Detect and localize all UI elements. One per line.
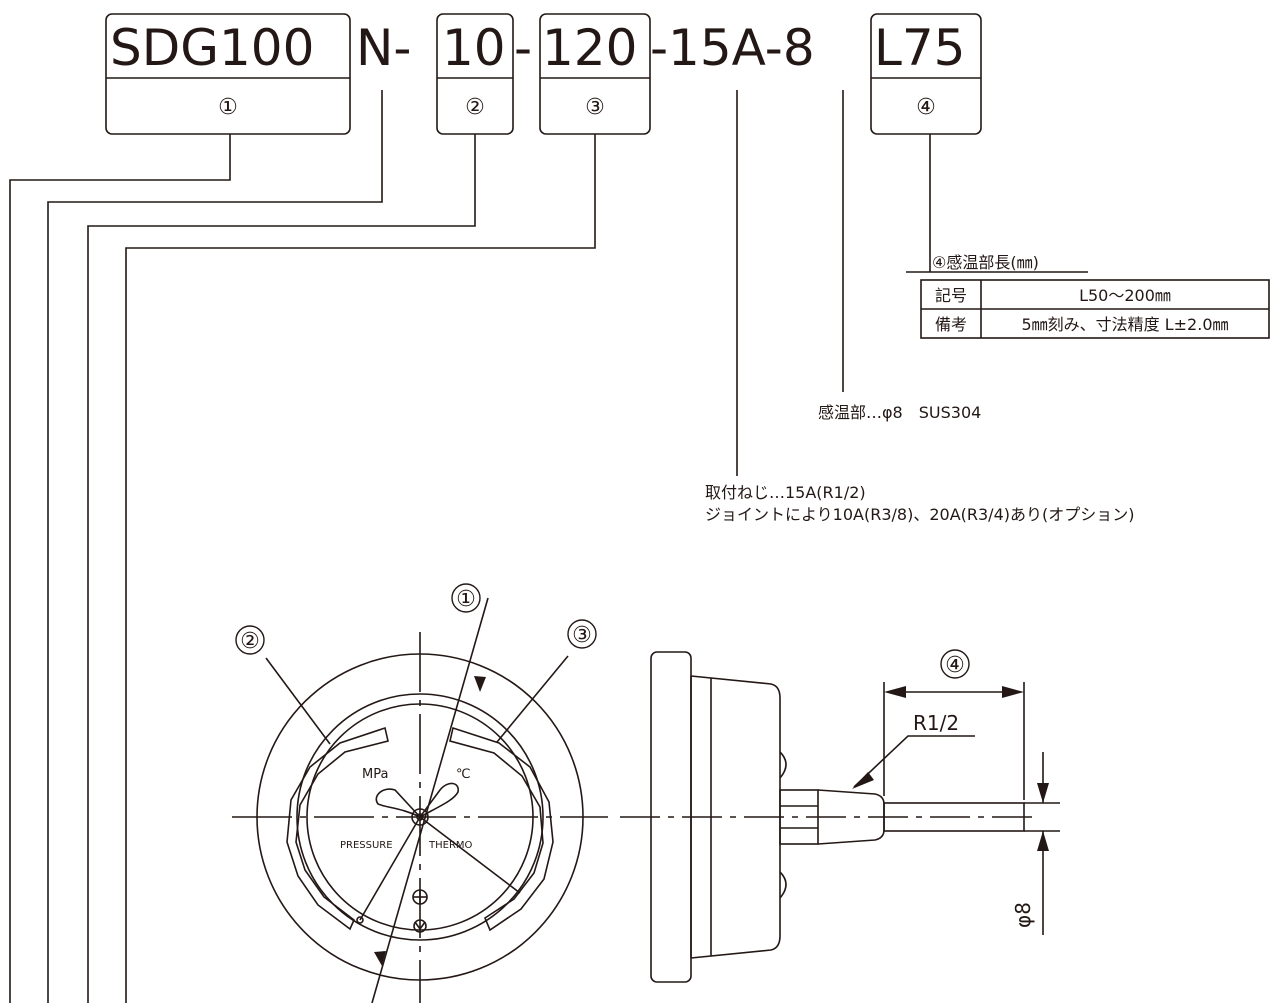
thread-note-line1: 取付ねじ…15A(R1/2) (705, 483, 866, 502)
dial-label-pressure: PRESSURE (340, 840, 393, 851)
dial-hub (411, 808, 429, 826)
dial-leader-3 (496, 655, 569, 743)
code-callout-2: ② (465, 95, 485, 120)
code-seg-thread: -15A-8 (650, 19, 815, 77)
dial-leader-1 (371, 597, 489, 1003)
code-seg-n: N- (356, 19, 411, 77)
dial-callout-2: ② (240, 629, 260, 654)
dial-unit-mpa: MPa (362, 767, 388, 782)
code-seg-4: L75 (874, 19, 965, 77)
leader-1 (9, 134, 231, 1003)
dial-leader-2 (265, 657, 331, 745)
code-dash: - (514, 19, 532, 77)
side-callout-4: ④ (945, 653, 965, 678)
table-row-value: L50～200㎜ (1079, 286, 1171, 305)
code-box-1 (105, 13, 351, 135)
code-seg-1: SDG100 (110, 19, 314, 77)
dial-label-thermo: THERMO (428, 840, 473, 851)
pressure-scale-arc (286, 726, 389, 931)
leader-n (47, 90, 383, 1003)
temp-scale-arc (449, 726, 554, 932)
table-row-value: 5㎜刻み、寸法精度 L±2.0㎜ (1021, 315, 1228, 334)
code-seg-3: 120 (542, 19, 637, 77)
code-seg-2: 10 (442, 19, 506, 77)
temp-pointer (419, 782, 459, 818)
leader-2 (87, 134, 476, 1003)
dial-bezel (296, 693, 544, 941)
dial-unit-celsius: ℃ (456, 767, 471, 782)
dial-callout-3: ③ (572, 623, 592, 648)
diameter-label: φ8 (1011, 902, 1035, 928)
table-row-label: 記号 (935, 286, 967, 305)
code-callout-3: ③ (585, 95, 605, 120)
sensor-note: 感温部…φ8 SUS304 (818, 403, 981, 422)
leader-3 (125, 134, 596, 1003)
code-box-4 (870, 13, 982, 135)
thread-leader (853, 735, 975, 788)
code-callout-4: ④ (916, 95, 936, 120)
table-row-label: 備考 (935, 315, 967, 334)
code-callout-1: ① (218, 95, 238, 120)
dial-callout-1: ① (456, 587, 476, 612)
length-table-title: ④感温部長(㎜) (932, 253, 1039, 272)
thread-note-line2: ジョイントにより10A(R3/8)、20A(R3/4)あり(オプション) (705, 505, 1134, 524)
pressure-pointer (375, 788, 421, 818)
thread-label: R1/2 (913, 711, 959, 735)
